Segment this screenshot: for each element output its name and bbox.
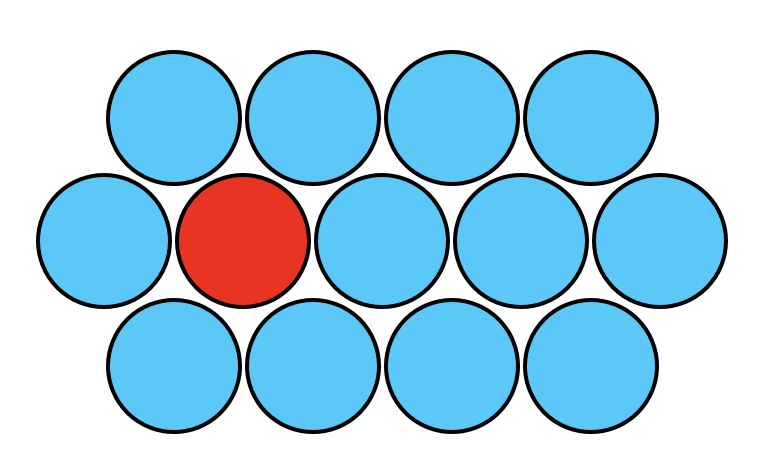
selected-cell[interactable] xyxy=(175,173,311,309)
board-cell[interactable] xyxy=(384,50,520,186)
board-cell[interactable] xyxy=(384,298,520,434)
board-cell[interactable] xyxy=(245,298,381,434)
board-cell[interactable] xyxy=(106,50,242,186)
board-cell[interactable] xyxy=(245,50,381,186)
board-cell[interactable] xyxy=(453,173,589,309)
board-cell[interactable] xyxy=(523,298,659,434)
board-cell[interactable] xyxy=(592,173,728,309)
board-cell[interactable] xyxy=(523,50,659,186)
board-cell[interactable] xyxy=(106,298,242,434)
board-cell[interactable] xyxy=(36,173,172,309)
board-cell[interactable] xyxy=(314,173,450,309)
cells-layer xyxy=(36,50,728,434)
